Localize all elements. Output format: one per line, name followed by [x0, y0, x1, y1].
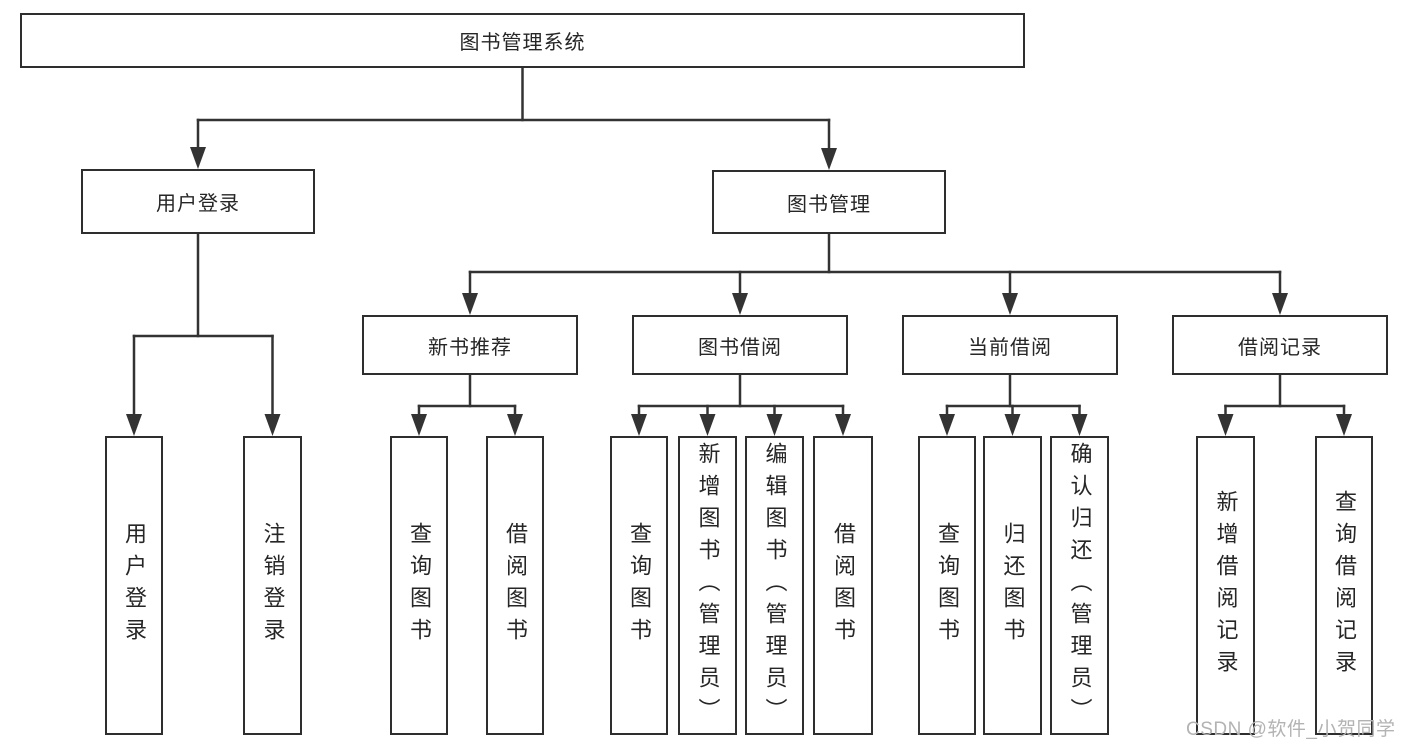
node-leaf-bb-search: 查询图书: [610, 436, 668, 735]
node-label-leaf-nb-borrow: 借阅图书: [503, 521, 528, 650]
arrowhead-down-icon: [126, 414, 142, 436]
arrowhead-down-icon: [462, 293, 478, 315]
node-label-leaf-bb-search: 查询图书: [627, 521, 652, 650]
node-leaf-nb-search: 查询图书: [390, 436, 448, 735]
node-label-leaf-br-search: 查询借阅记录: [1332, 489, 1357, 682]
node-current-borrow: 当前借阅: [902, 315, 1118, 375]
node-label-leaf-cb-confirm: 确认归还（管理员）: [1067, 441, 1093, 730]
arrowhead-down-icon: [507, 414, 523, 436]
node-label-leaf-br-add: 新增借阅记录: [1213, 489, 1239, 682]
node-label-current-borrow: 当前借阅: [968, 336, 1052, 359]
node-label-new-book-rec: 新书推荐: [428, 336, 512, 359]
arrowhead-down-icon: [190, 147, 206, 169]
arrowhead-down-icon: [732, 293, 748, 315]
node-label-leaf-logout: 注销登录: [260, 521, 286, 650]
arrowhead-down-icon: [411, 414, 427, 436]
node-label-root: 图书管理系统: [459, 32, 586, 54]
node-leaf-br-add: 新增借阅记录: [1196, 436, 1255, 735]
arrowhead-down-icon: [1071, 414, 1088, 436]
arrowhead-down-icon: [821, 148, 837, 170]
arrowhead-down-icon: [1336, 414, 1352, 436]
node-leaf-br-search: 查询借阅记录: [1315, 436, 1373, 735]
node-label-leaf-user-login: 用户登录: [122, 521, 147, 650]
node-leaf-bb-edit: 编辑图书（管理员）: [745, 436, 804, 735]
arrowhead-down-icon: [1272, 293, 1288, 315]
node-leaf-logout: 注销登录: [243, 436, 302, 735]
arrowhead-down-icon: [1004, 414, 1021, 436]
node-root: 图书管理系统: [20, 13, 1025, 68]
node-label-leaf-bb-borrow: 借阅图书: [831, 521, 856, 650]
arrowhead-down-icon: [835, 414, 851, 436]
node-leaf-user-login: 用户登录: [105, 436, 163, 735]
arrowhead-down-icon: [766, 414, 783, 436]
node-label-book-mgmt: 图书管理: [787, 193, 871, 216]
node-leaf-cb-confirm: 确认归还（管理员）: [1050, 436, 1109, 735]
watermark: CSDN @软件_小贺同学: [1186, 719, 1396, 740]
arrowhead-down-icon: [939, 414, 955, 436]
node-label-borrow-records: 借阅记录: [1238, 336, 1322, 359]
arrowhead-down-icon: [631, 414, 647, 436]
arrowhead-down-icon: [699, 414, 716, 436]
node-book-borrow: 图书借阅: [632, 315, 848, 375]
arrowhead-down-icon: [1002, 293, 1018, 315]
node-label-leaf-nb-search: 查询图书: [407, 521, 432, 650]
node-label-leaf-cb-search: 查询图书: [935, 521, 960, 650]
node-label-book-borrow: 图书借阅: [698, 336, 782, 359]
arrowhead-down-icon: [264, 414, 281, 436]
node-label-user-login: 用户登录: [156, 193, 240, 215]
node-leaf-bb-add: 新增图书（管理员）: [678, 436, 737, 735]
node-leaf-cb-search: 查询图书: [918, 436, 976, 735]
node-label-leaf-bb-add: 新增图书（管理员）: [695, 441, 721, 730]
node-label-leaf-bb-edit: 编辑图书（管理员）: [762, 441, 788, 730]
node-borrow-records: 借阅记录: [1172, 315, 1388, 375]
node-leaf-bb-borrow: 借阅图书: [813, 436, 873, 735]
node-new-book-rec: 新书推荐: [362, 315, 578, 375]
arrowhead-down-icon: [1217, 414, 1234, 436]
node-leaf-cb-return: 归还图书: [983, 436, 1042, 735]
node-book-mgmt: 图书管理: [712, 170, 946, 234]
node-user-login: 用户登录: [81, 169, 315, 234]
node-leaf-nb-borrow: 借阅图书: [486, 436, 544, 735]
node-label-leaf-cb-return: 归还图书: [1000, 521, 1026, 650]
